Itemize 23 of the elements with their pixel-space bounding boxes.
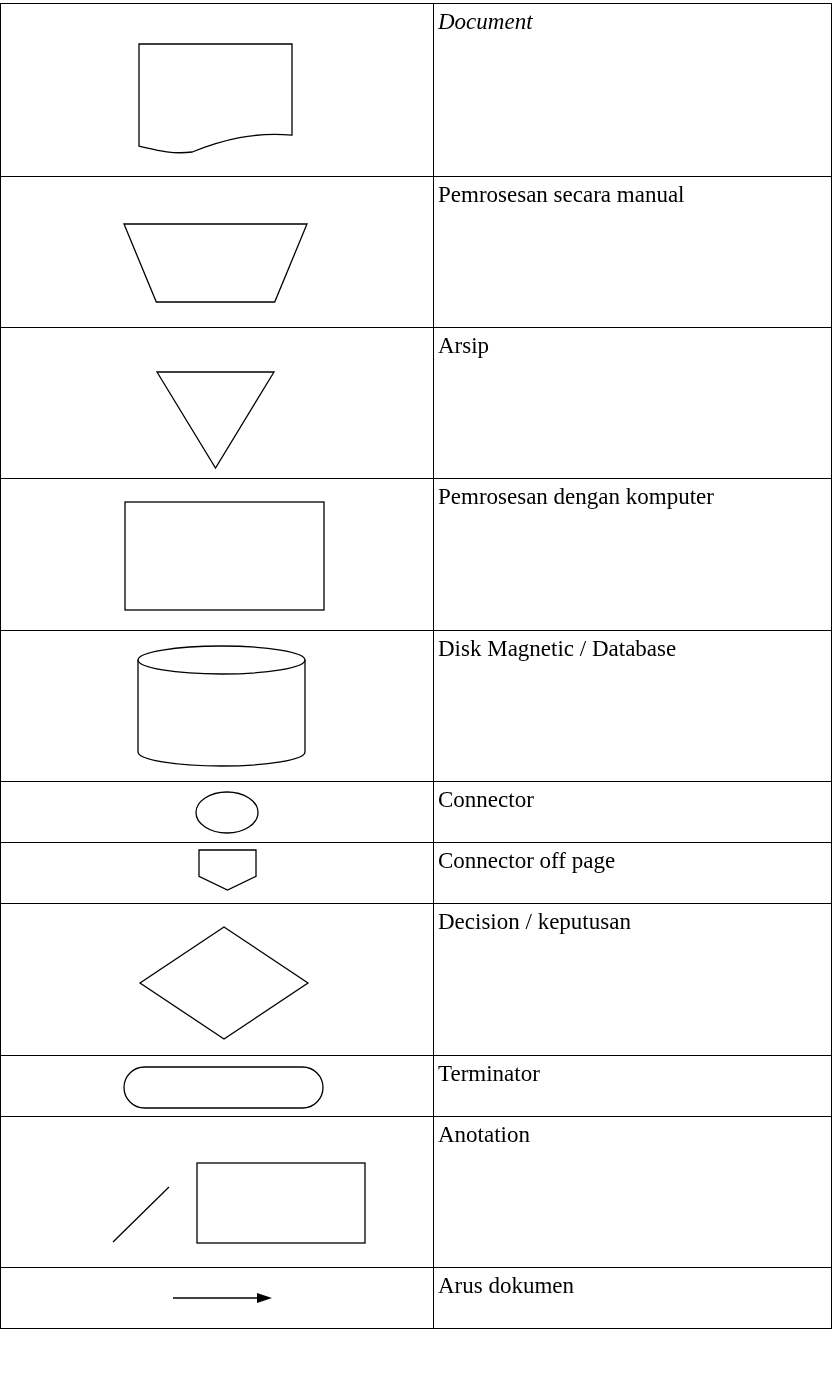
symbol-description: Decision / keputusan [438,909,631,934]
symbol-description: Connector [438,787,534,812]
off-page-connector-symbol [198,849,257,891]
symbol-description: Pemrosesan secara manual [438,182,685,207]
symbol-description: Anotation [438,1122,530,1147]
symbol-description: Terminator [438,1061,540,1086]
rectangle-symbol [196,1162,366,1244]
symbol-description: Disk Magnetic / Database [438,636,677,661]
connector-symbol [195,791,259,834]
symbol-description: Pemrosesan dengan komputer [438,484,714,509]
annotation-line [112,1186,170,1243]
manual-process-symbol [123,223,308,303]
decision-symbol [139,926,309,1040]
symbol-description: Arus dokumen [438,1273,575,1298]
rectangle-symbol [124,501,325,611]
symbol-description: Arsip [438,333,490,358]
terminator-symbol [123,1066,324,1109]
flow-arrow [173,1292,272,1304]
symbol-description: Connector off page [438,848,616,873]
symbol-description: Document [438,9,533,34]
archive-symbol [156,371,275,469]
database-symbol [137,645,306,767]
document-symbol [138,43,293,154]
